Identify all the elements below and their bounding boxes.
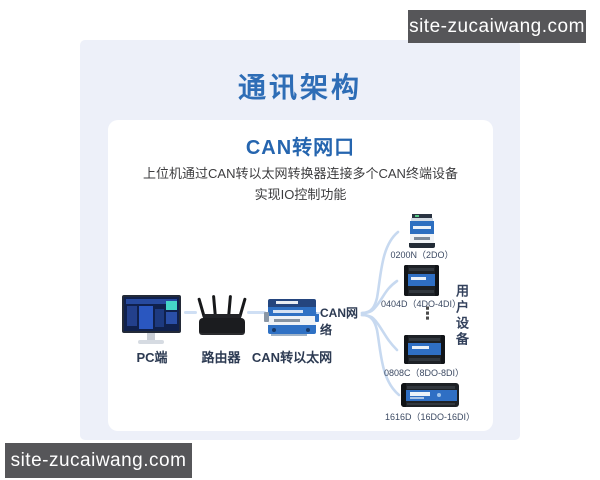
monitor-stand-base [138, 340, 164, 344]
converter-connector [264, 312, 269, 322]
converter-node-label: CAN转以太网 [251, 350, 333, 365]
can-network-label: CAN网络 [320, 306, 358, 337]
router-icon [199, 318, 245, 333]
device-0404d-label: 0404D（4DO-4DI） [380, 299, 462, 309]
device-0808c-icon [404, 335, 445, 364]
link-converter-network [316, 312, 322, 314]
can-converter-icon [268, 299, 316, 334]
link-router-converter [247, 311, 266, 314]
device-1616d-icon [401, 383, 459, 407]
watermark-bottom: site-zucaiwang.com [5, 443, 192, 478]
link-pc-router [184, 311, 197, 314]
pc-monitor-icon [122, 295, 181, 333]
monitor-stand-neck [147, 333, 155, 340]
card-heading: CAN转网口 [245, 137, 356, 159]
device-0808c-label: 0808C（8DO-8DI） [383, 368, 465, 378]
watermark-top: site-zucaiwang.com [408, 10, 586, 43]
pc-node-label: PC端 [136, 350, 168, 365]
device-1616d-label: 1616D（16DO-16DI） [384, 412, 476, 422]
user-devices-group-label: 用户设备 [454, 284, 469, 348]
device-0200n-label: 0200N（2DO） [390, 250, 454, 260]
card-description-line1: 上位机通过CAN转以太网转换器连接多个CAN终端设备 [143, 166, 458, 181]
device-0200n-icon [409, 214, 435, 248]
card-description-line2: 实现IO控制功能 [254, 187, 347, 202]
device-0404d-icon [404, 265, 439, 296]
converter-ear [315, 312, 319, 322]
page-title: 通讯架构 [237, 72, 362, 103]
router-body-top [203, 314, 241, 320]
more-devices-ellipsis: ⋮ [419, 304, 436, 323]
router-node-label: 路由器 [201, 350, 241, 365]
branch-tree-lines [360, 230, 401, 397]
